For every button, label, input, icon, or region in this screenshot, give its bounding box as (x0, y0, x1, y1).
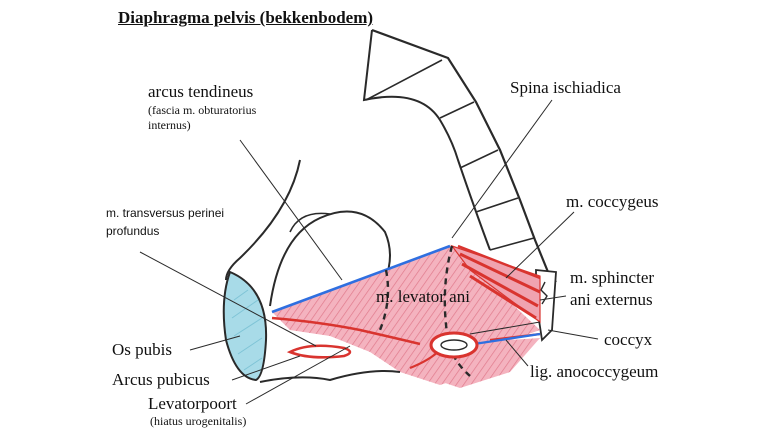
os-pubis (222, 270, 268, 382)
coccyx-zigzag (540, 281, 548, 305)
arcus-tendineus-line (271, 244, 451, 314)
coccygeus-fiber (457, 244, 541, 280)
dashed-line-left (378, 269, 390, 331)
label-sphincter-2: ani externus (570, 290, 653, 309)
label-sphincter: m. sphincter (570, 268, 655, 287)
label-lig-anococcygeum: lig. anococcygeum (530, 362, 659, 381)
sacrum-inner-outline (362, 29, 491, 251)
leader-coccygeus (505, 211, 575, 279)
label-levatorpoort-sub: (hiatus urogenitalis) (150, 414, 247, 428)
sacrum-segment (365, 59, 443, 101)
label-arcus-tendineus-sub: (fascia m. obturatorius (148, 103, 257, 117)
label-levator-ani: m. levator ani (376, 287, 470, 306)
anal-canal (440, 339, 468, 351)
leader-levatorpoort (245, 345, 351, 405)
label-levatorpoort: Levatorpoort (148, 394, 237, 413)
levator-border (271, 316, 421, 346)
arcus-pubicus-line (259, 370, 401, 383)
leader-os-pubis (189, 335, 241, 351)
coccygeus-fiber (469, 274, 537, 320)
leader-anococcygeum (505, 339, 529, 367)
sacrum-outline (371, 28, 557, 283)
leader-coccyx (547, 329, 599, 340)
leader-spina (451, 99, 553, 239)
diagram-title: Diaphragma pelvis (bekkenbodem) (118, 8, 374, 27)
hip-outline (225, 159, 301, 281)
dashed-line-right (443, 245, 471, 377)
label-transversus: m. transversus perinei (106, 206, 225, 220)
pelvis-inner-outline (289, 212, 331, 233)
sacrum-segment (439, 101, 475, 119)
sacrum-segment (475, 197, 519, 213)
leader-levator (469, 321, 541, 335)
label-arcus-pubicus: Arcus pubicus (112, 370, 210, 389)
leader-sphincter (539, 295, 567, 301)
obturator-outline (269, 210, 391, 307)
os-pubis-hatch (231, 289, 263, 371)
sacrum-segment (459, 149, 499, 169)
leader-transversus (139, 251, 317, 347)
label-arcus-tendineus-sub2: internus) (148, 118, 191, 132)
coccygeus-fiber (461, 262, 539, 308)
label-transversus-2: profundus (106, 224, 160, 238)
leader-arcus-tendineus (239, 139, 343, 281)
label-m-coccygeus: m. coccygeus (566, 192, 659, 211)
label-os-pubis: Os pubis (112, 340, 172, 359)
label-coccyx: coccyx (604, 330, 653, 349)
leader-lines (139, 99, 599, 405)
coccygeus-fiber (459, 252, 541, 294)
sacrum-segment (489, 237, 535, 251)
label-arcus-tendineus: arcus tendineus (148, 82, 254, 101)
label-spina-ischiadica: Spina ischiadica (510, 78, 621, 97)
leader-arcus-pubicus (231, 355, 301, 381)
anococcygeum-line (473, 332, 541, 346)
